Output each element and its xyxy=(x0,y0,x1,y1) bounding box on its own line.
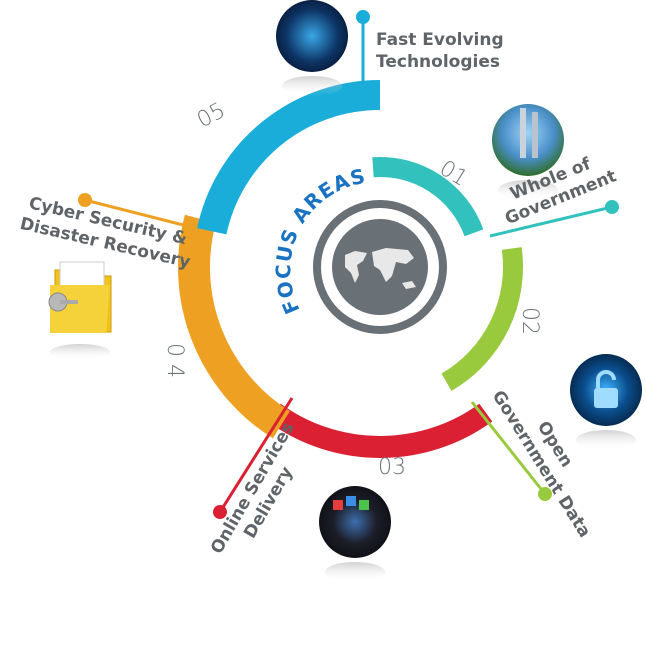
ring-segment-03 xyxy=(267,403,493,458)
dot-04 xyxy=(78,193,92,207)
circuit-brain-photo xyxy=(276,0,348,96)
area-number-02: 02 xyxy=(517,307,542,335)
area-number-04: 0 4 xyxy=(162,343,187,378)
leader-line-01 xyxy=(489,205,613,238)
dot-01 xyxy=(605,200,619,214)
dot-03 xyxy=(213,505,227,519)
leader-line-02 xyxy=(470,401,547,495)
dot-02 xyxy=(538,487,552,501)
keyboard-apps-photo xyxy=(319,486,391,582)
padlock-photo xyxy=(570,354,642,450)
leader-line-04 xyxy=(84,198,196,230)
folder-key-icon xyxy=(48,261,112,360)
area-number-05: 05 xyxy=(193,98,229,133)
leader-line-03 xyxy=(218,397,294,513)
dot-05 xyxy=(356,10,370,24)
world-map-icon xyxy=(313,200,447,334)
ring-segment-01 xyxy=(372,157,484,237)
ring-segment-05 xyxy=(197,80,381,235)
ring-segment-04 xyxy=(178,214,291,439)
label-05-line1: Fast Evolving xyxy=(376,30,504,50)
ring-segments xyxy=(178,80,523,458)
area-number-03: 03 xyxy=(378,455,406,480)
city-towers-photo xyxy=(492,104,564,200)
label-05-line2: Technologies xyxy=(376,52,500,72)
ring-segment-02 xyxy=(441,247,523,391)
